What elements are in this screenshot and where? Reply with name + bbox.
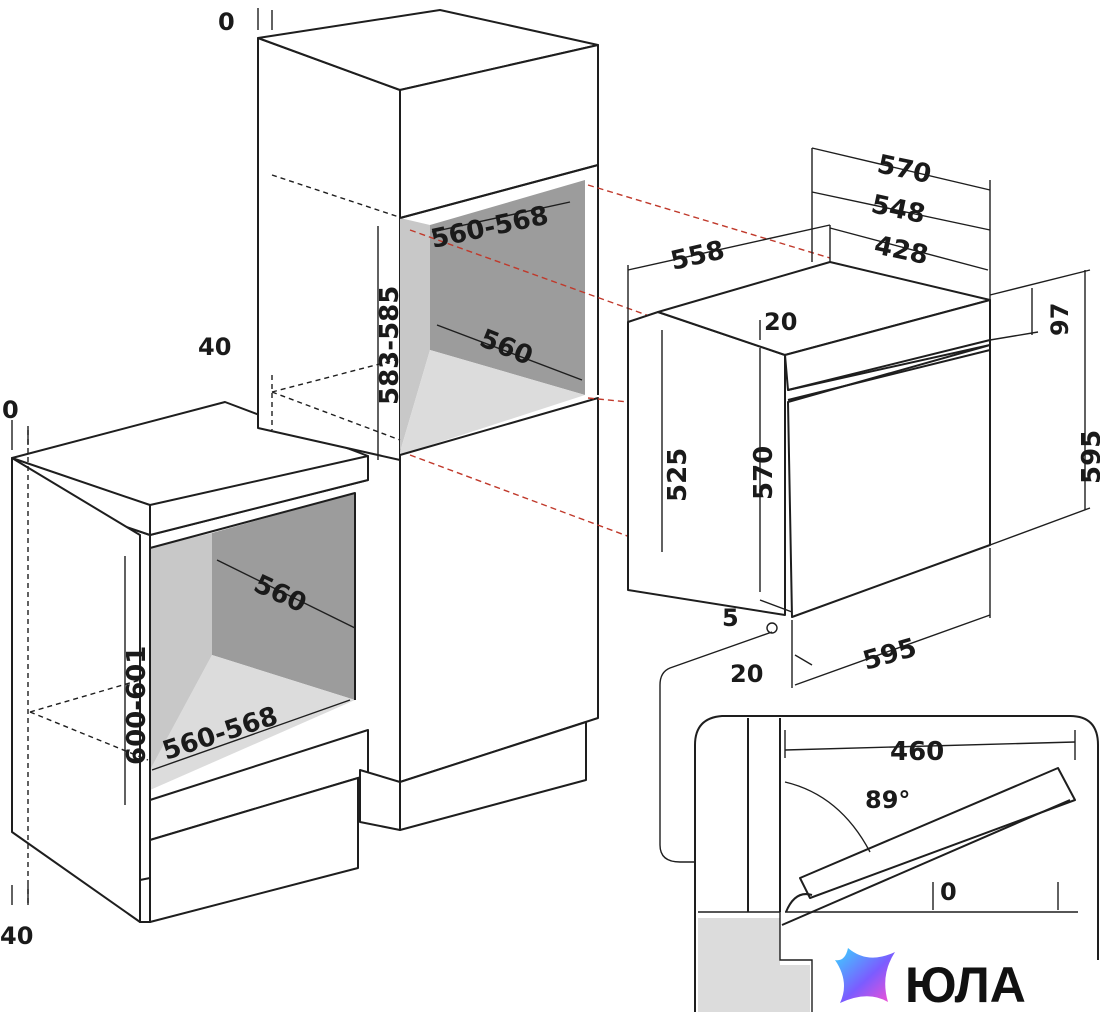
watermark-text: ЮЛА	[905, 957, 1026, 1013]
oven-side-depth: 558	[668, 235, 728, 276]
oven-inner-depth: 548	[869, 190, 928, 231]
tall-cabinet-side-gap: 40	[198, 333, 231, 361]
tall-cabinet-height: 583-585	[375, 286, 405, 405]
oven-panel-offset: 20	[764, 308, 797, 336]
oven-front-offset: 20	[730, 660, 763, 688]
oven-width: 595	[860, 633, 920, 677]
left-cabinet-top-gap: 0	[2, 396, 19, 424]
yula-watermark: ЮЛА	[835, 948, 1026, 1013]
oven-front-height: 570	[749, 446, 779, 500]
left-cabinet	[11, 401, 369, 923]
oven	[627, 147, 1091, 688]
oven-panel-height: 97	[1046, 303, 1074, 336]
star-logo-icon	[835, 948, 895, 1003]
oven-total-height: 595	[1077, 430, 1100, 484]
oven-bottom-gap: 5	[722, 604, 739, 632]
projection-lines	[409, 184, 831, 538]
left-cabinet-side-gap: 40	[0, 922, 33, 950]
door-opening-length: 460	[890, 737, 944, 767]
tall-cabinet-top-gap: 0	[218, 8, 235, 36]
oven-body-height: 525	[663, 448, 693, 502]
left-cabinet-height: 600-601	[122, 646, 152, 765]
oven-top-depth: 428	[872, 231, 931, 272]
door-opening-angle: 89°	[865, 786, 910, 814]
door-clearance: 0	[940, 878, 957, 906]
tall-cabinet	[257, 8, 599, 831]
oven-overall-depth: 570	[875, 150, 934, 191]
door-detail	[659, 631, 1099, 1012]
